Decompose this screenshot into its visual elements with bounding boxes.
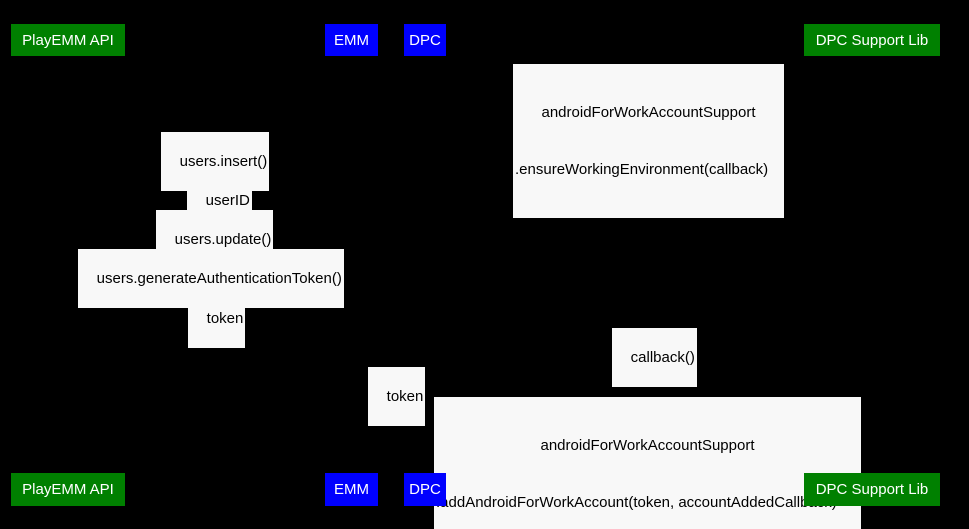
participant-bottom-playemm-api[interactable]: PlayEMM API — [11, 473, 125, 506]
message-text: token — [206, 310, 244, 327]
message-line-2: .addAndroidForWorkAccount(token, account… — [436, 494, 837, 511]
participant-top-emm[interactable]: EMM — [325, 24, 378, 56]
message-label-token-lower: token — [368, 367, 426, 426]
message-text: token — [386, 388, 424, 405]
participant-label: DPC — [409, 31, 441, 49]
participant-label: EMM — [334, 31, 369, 49]
message-label-add-android-for-work-account: androidForWorkAccountSupport .addAndroid… — [434, 397, 861, 529]
message-line-2: .ensureWorkingEnvironment(callback) — [515, 161, 769, 178]
message-text: users.insert() — [179, 153, 268, 170]
message-text: users.update() — [174, 231, 272, 248]
message-label-token-upper: token — [188, 289, 246, 348]
participant-top-dpc[interactable]: DPC — [404, 24, 446, 56]
message-line-1: androidForWorkAccountSupport — [541, 104, 756, 121]
participant-top-dpc-support-lib[interactable]: DPC Support Lib — [804, 24, 940, 56]
participant-bottom-dpc-support-lib[interactable]: DPC Support Lib — [804, 473, 940, 506]
message-text: users.generateAuthenticationToken() — [96, 270, 342, 287]
participant-label: DPC Support Lib — [815, 31, 929, 49]
message-text: callback() — [630, 349, 695, 366]
participant-bottom-dpc[interactable]: DPC — [404, 473, 446, 506]
participant-label: DPC — [409, 481, 441, 498]
participant-label: PlayEMM API — [22, 31, 114, 49]
participant-label: DPC Support Lib — [815, 481, 929, 498]
participant-label: EMM — [334, 481, 369, 498]
participant-top-playemm-api[interactable]: PlayEMM API — [11, 24, 125, 56]
participant-label: PlayEMM API — [22, 481, 114, 498]
message-line-1: androidForWorkAccountSupport — [540, 437, 755, 454]
participant-bottom-emm[interactable]: EMM — [325, 473, 378, 506]
message-text: userID — [205, 192, 250, 209]
message-label-callback: callback() — [612, 328, 697, 387]
message-label-ensure-working-environment: androidForWorkAccountSupport .ensureWork… — [513, 64, 784, 218]
